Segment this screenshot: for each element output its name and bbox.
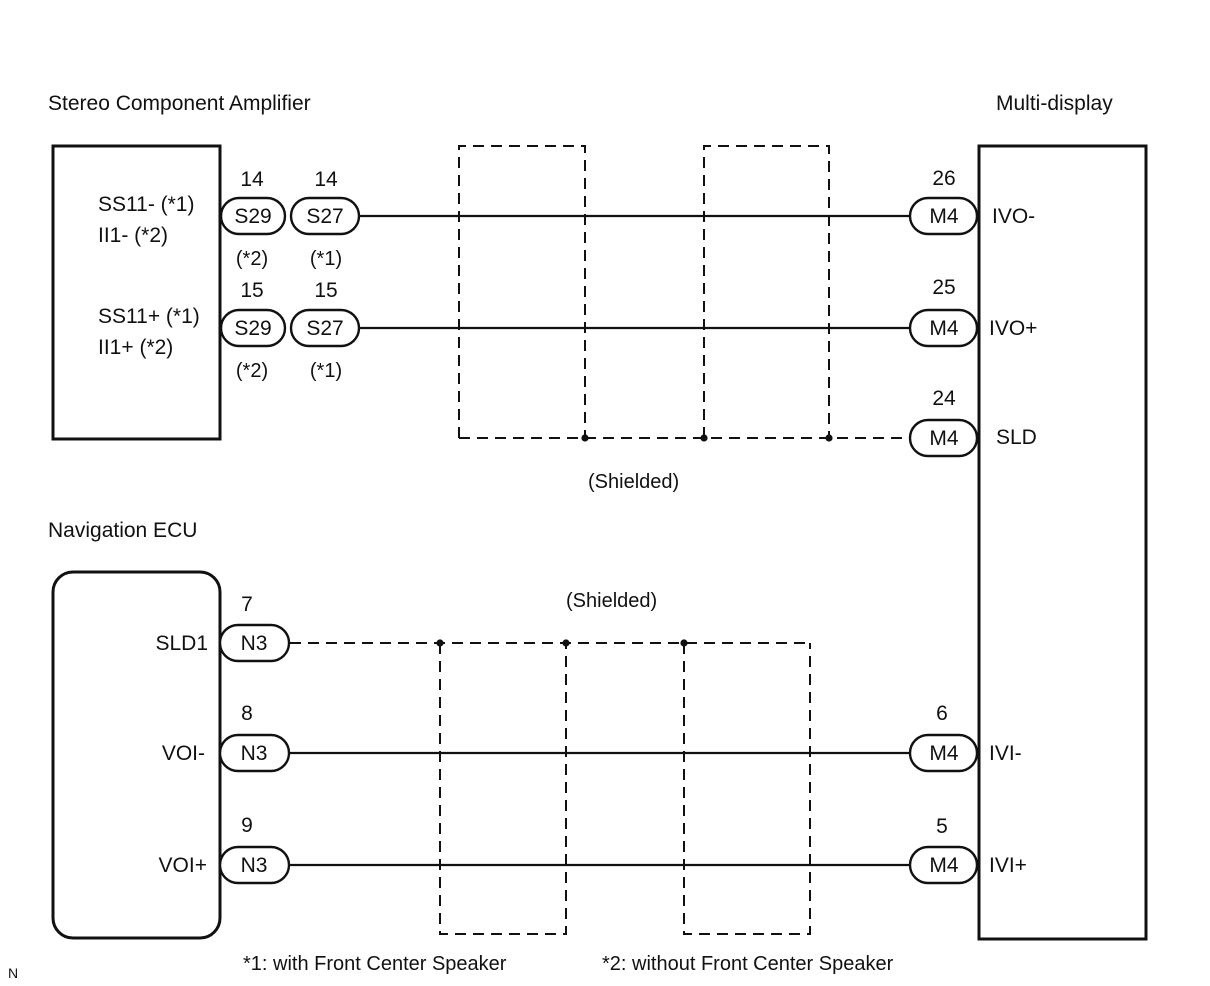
nav-pin-row: 8 N3 VOI- <box>162 702 291 773</box>
connector-m4 <box>908 308 979 348</box>
amplifier-title: Stereo Component Amplifier <box>48 92 311 115</box>
pin-number: 5 <box>936 815 948 838</box>
pin-label: SS11+ (*1) <box>98 305 200 328</box>
display-pin-row: 25 M4 IVO+ <box>908 276 1037 348</box>
pin-label: SLD <box>996 426 1037 449</box>
upper-shield-loop-left <box>458 145 586 438</box>
pin-number: 9 <box>241 814 253 837</box>
connector-s27 <box>289 196 361 236</box>
lower-shield-loop-left <box>439 643 567 935</box>
connector-m4 <box>908 733 979 773</box>
pin-number: 8 <box>241 702 253 725</box>
pin-number: 14 <box>314 168 338 191</box>
upper-shield-loop-right <box>703 145 830 438</box>
display-pin-row: 5 M4 IVI+ <box>908 815 1027 885</box>
pin-label: II1+ (*2) <box>98 336 173 359</box>
pin-number: 25 <box>932 276 955 299</box>
connector-label: S29 <box>234 205 271 228</box>
amplifier-pin-row: SS11- (*1) II1- (*2) 14 14 S29 S27 (*2) … <box>98 168 361 270</box>
connector-label: N3 <box>241 632 268 655</box>
connector-m4 <box>908 196 979 236</box>
pin-label: VOI- <box>162 742 205 765</box>
pin-number: 26 <box>932 167 955 190</box>
pin-label: IVO+ <box>989 317 1037 340</box>
upper-shield-junction <box>825 434 833 442</box>
connector-m4 <box>908 845 979 885</box>
connector-s29 <box>219 308 287 348</box>
connector-note: (*2) <box>236 360 268 382</box>
pin-number: 24 <box>932 387 956 410</box>
connector-n3 <box>218 733 291 773</box>
connector-label: N3 <box>241 742 268 765</box>
connector-label: S27 <box>306 205 343 228</box>
pin-label: IVI+ <box>989 854 1027 877</box>
pin-label: VOI+ <box>159 854 207 877</box>
lower-shield-junction <box>436 639 444 647</box>
pin-number: 6 <box>936 702 948 725</box>
connector-label: S27 <box>306 317 343 340</box>
connector-label: M4 <box>929 742 958 765</box>
footnote-2: *2: without Front Center Speaker <box>602 953 894 975</box>
lower-shield-junction <box>562 639 570 647</box>
pin-number: 7 <box>241 593 253 616</box>
upper-shield-junction <box>700 434 708 442</box>
connector-label: M4 <box>929 854 958 877</box>
amplifier-pin-row: SS11+ (*1) II1+ (*2) 15 15 S29 S27 (*2) … <box>98 279 361 382</box>
navigation-ecu-title: Navigation ECU <box>48 519 197 542</box>
connector-label: M4 <box>929 317 958 340</box>
connector-label: S29 <box>234 317 271 340</box>
lower-shield: (Shielded) <box>290 590 811 935</box>
pin-number: 14 <box>240 168 264 191</box>
connector-n3 <box>218 845 291 885</box>
connector-label: M4 <box>929 427 958 450</box>
pin-number: 15 <box>314 279 337 302</box>
connector-n3 <box>218 623 291 663</box>
upper-shield-junction <box>581 434 589 442</box>
lower-shield-loop-right <box>683 643 811 935</box>
upper-shield-label: (Shielded) <box>588 471 679 493</box>
nav-pin-row: 9 N3 VOI+ <box>159 814 291 885</box>
display-pin-row: 6 M4 IVI- <box>908 702 1022 773</box>
connector-note: (*1) <box>310 360 342 382</box>
connector-label: M4 <box>929 205 958 228</box>
corner-mark: N <box>8 965 18 981</box>
pin-label: II1- (*2) <box>98 224 168 247</box>
display-pin-row: 24 M4 SLD <box>908 387 1037 458</box>
multi-display-title: Multi-display <box>996 92 1113 115</box>
connector-m4 <box>908 418 979 458</box>
multi-display-box <box>977 144 1148 941</box>
pin-label: SS11- (*1) <box>98 193 194 216</box>
lower-shield-label: (Shielded) <box>566 590 657 612</box>
pin-label: IVO- <box>992 205 1035 228</box>
connector-note: (*1) <box>310 248 342 270</box>
pin-label: IVI- <box>989 742 1022 765</box>
amplifier-box <box>51 144 222 441</box>
connector-s29 <box>219 196 287 236</box>
connector-label: N3 <box>241 854 268 877</box>
pin-label: SLD1 <box>155 632 208 655</box>
connector-note: (*2) <box>236 248 268 270</box>
footnote-1: *1: with Front Center Speaker <box>243 953 507 975</box>
nav-pin-row: 7 N3 SLD1 <box>155 593 291 663</box>
connector-s27 <box>289 308 361 348</box>
display-pin-row: 26 M4 IVO- <box>908 167 1035 236</box>
upper-shield: (Shielded) <box>458 145 910 493</box>
pin-number: 15 <box>240 279 263 302</box>
lower-shield-junction <box>680 639 688 647</box>
